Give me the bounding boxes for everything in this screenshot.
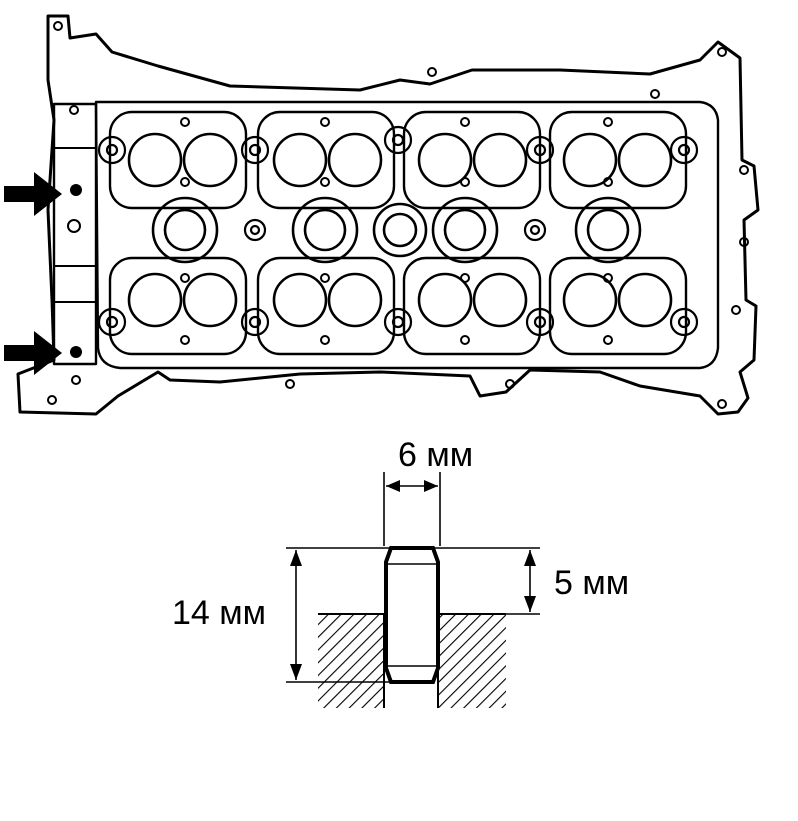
lower-valve-row: [127, 272, 673, 328]
upper-arrow-icon: [4, 172, 62, 216]
height-label: 14 мм: [172, 594, 266, 632]
upper-valve-row: [127, 132, 673, 188]
dowel-hole-lower: [70, 346, 82, 358]
depth-label: 5 мм: [554, 564, 629, 602]
left-flange: [52, 102, 98, 366]
width-label: 6 мм: [398, 436, 473, 474]
lower-arrow-icon: [4, 331, 62, 375]
perimeter-holes: [47, 21, 749, 409]
head-outer-outline: [16, 14, 760, 416]
dowel-detail-drawing: 6 мм 5 мм 14 мм: [172, 436, 629, 708]
spark-plug-bosses: [151, 196, 642, 264]
dowel-sleeve: [384, 546, 440, 684]
bolt-holes: [97, 125, 699, 337]
hatched-section-right: [438, 614, 506, 708]
hatched-section-left: [318, 614, 384, 708]
cylinder-head-drawing: [16, 14, 760, 416]
dowel-hole-upper: [70, 184, 82, 196]
head-inner-rim: [94, 100, 720, 370]
